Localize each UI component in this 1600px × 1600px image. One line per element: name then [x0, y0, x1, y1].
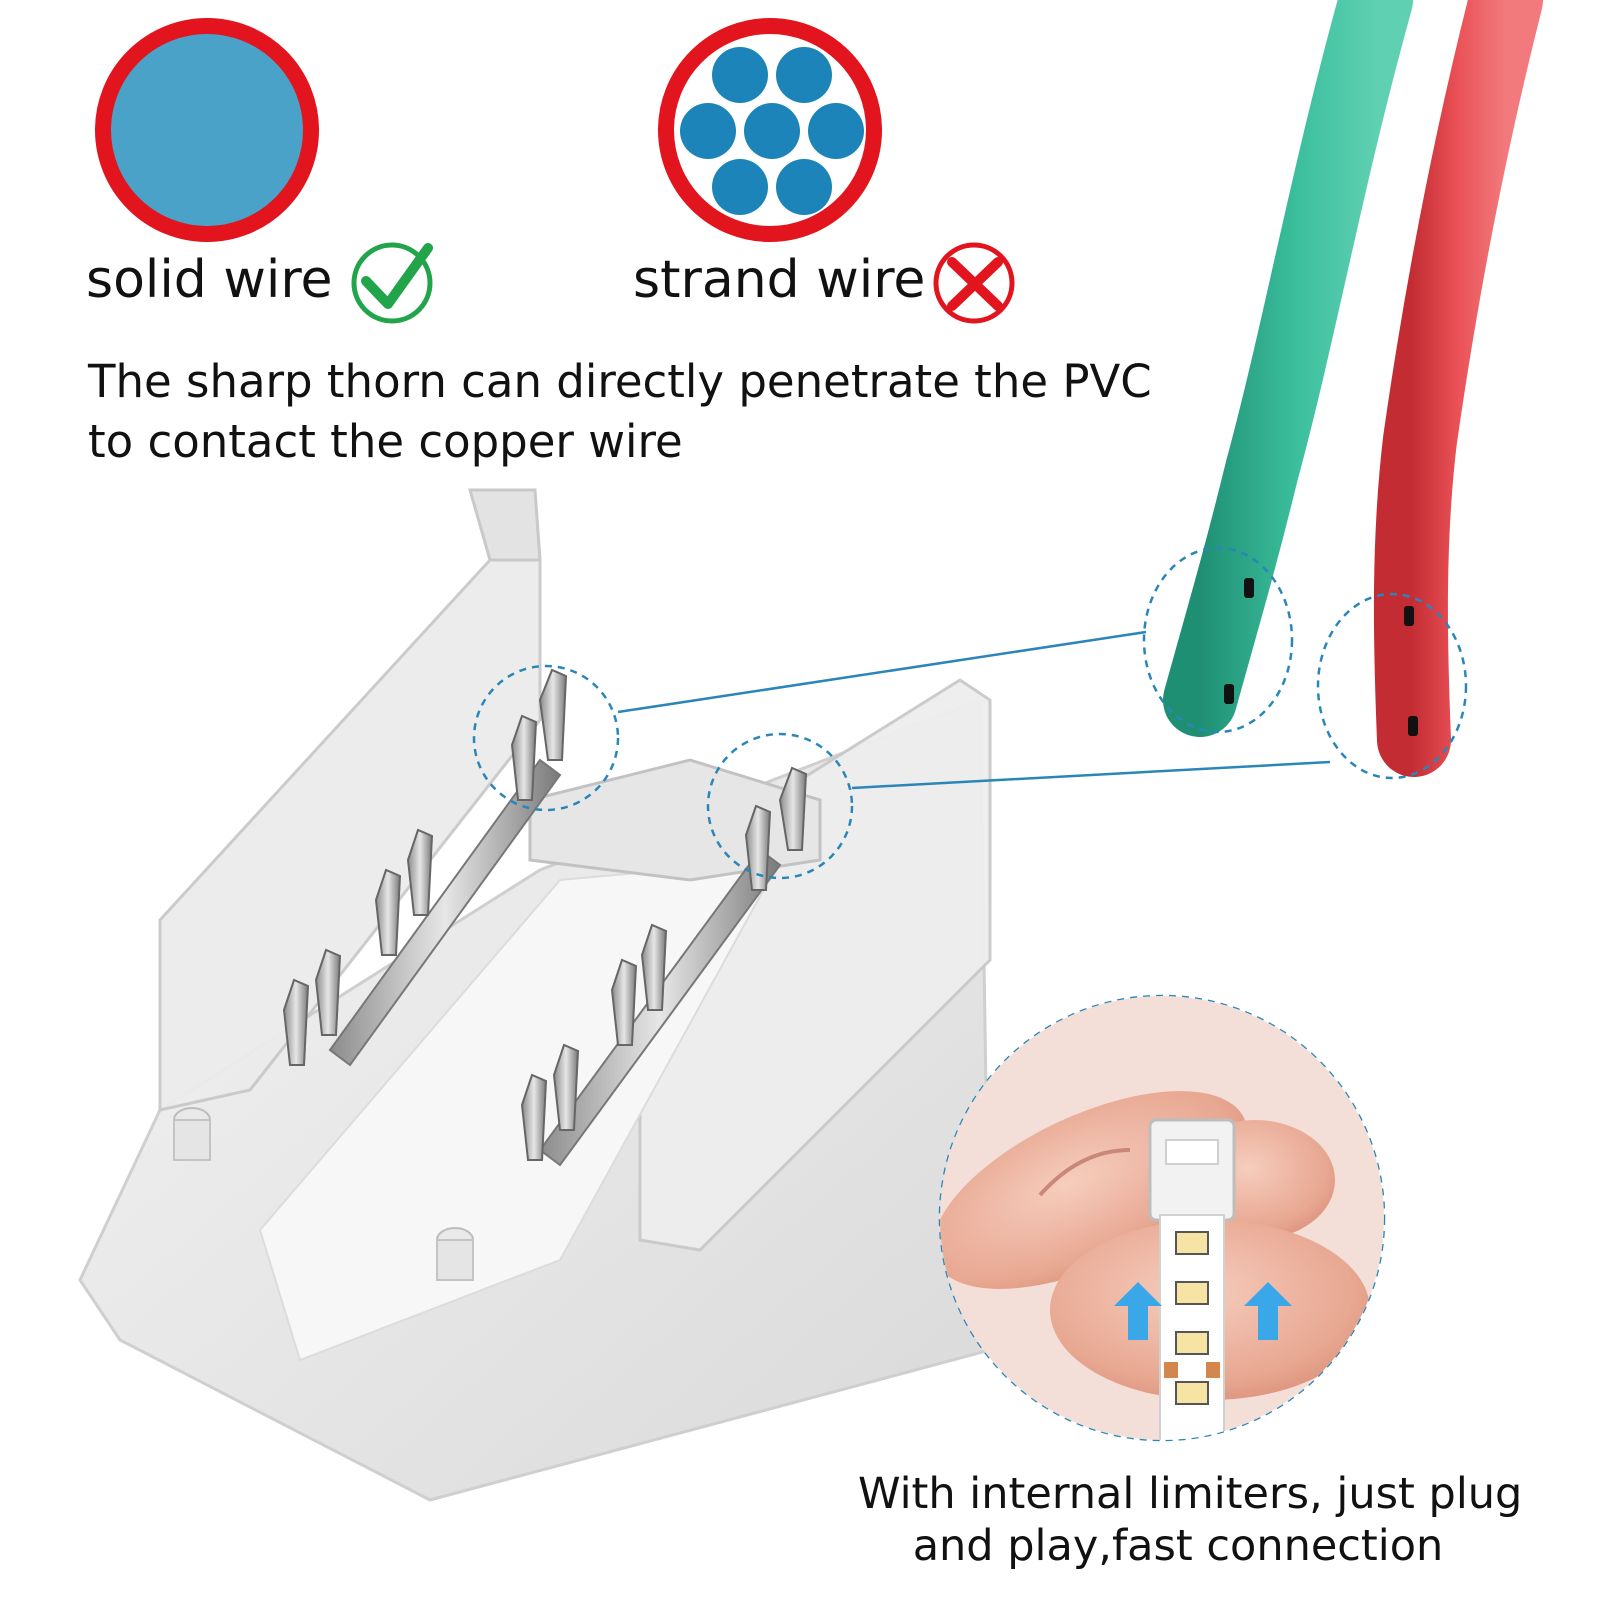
solid-wire-label: solid wire [86, 250, 333, 310]
headline-line-2: to contact the copper wire [88, 415, 683, 468]
footer-note-line-2: and play,fast connection [912, 1521, 1444, 1571]
hand-inset [940, 996, 1384, 1440]
cross-circle-icon [933, 242, 1015, 324]
check-circle-icon [351, 242, 433, 324]
strand-wire-cross-section [658, 18, 882, 242]
footer-note-line-1: With internal limiters, just plug [858, 1469, 1523, 1519]
callout-lines [617, 630, 1331, 790]
footer-note: With internal limiters, just plug and pl… [858, 1468, 1523, 1572]
headline: The sharp thorn can directly penetrate t… [88, 352, 1152, 472]
strand-wire-label: strand wire [633, 250, 926, 310]
green-wire [1163, 0, 1413, 737]
red-wire [1373, 0, 1543, 777]
solid-wire-cross-section [95, 18, 319, 242]
connector-illustration [78, 488, 992, 1502]
headline-line-1: The sharp thorn can directly penetrate t… [88, 355, 1152, 408]
